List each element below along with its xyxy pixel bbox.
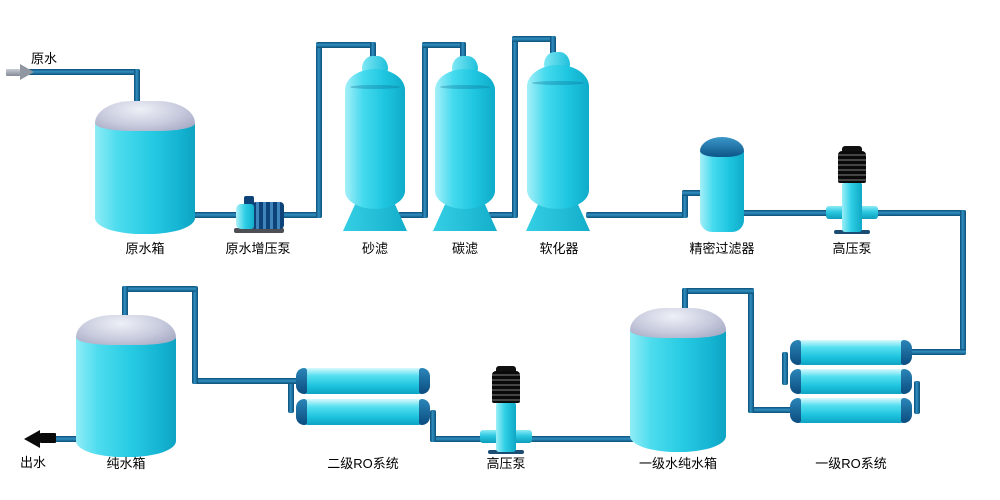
pipe-ro2-connector-left bbox=[288, 379, 294, 413]
hp1-motor bbox=[838, 151, 866, 183]
label-raw-water-tank: 原水箱 bbox=[125, 241, 165, 256]
ro1-tube-3 bbox=[790, 398, 912, 423]
pipe-ro1-to-tank bbox=[682, 288, 754, 294]
ro1-tube2-cap-right bbox=[901, 369, 912, 394]
pipe-softener-out bbox=[586, 212, 686, 218]
ro1-tube1-cap-left bbox=[790, 340, 801, 365]
ro1-tube-2 bbox=[790, 369, 912, 394]
pipe-precisionfilter-out bbox=[740, 210, 842, 216]
pipe-ro1-in bbox=[906, 349, 966, 355]
pipe-ro2-out bbox=[192, 378, 302, 384]
pipe-puretank-in bbox=[122, 286, 128, 332]
stage1-tank-body bbox=[630, 324, 726, 452]
ro1-tube-1 bbox=[790, 340, 912, 365]
sand-filter-body bbox=[345, 69, 405, 209]
label-stage2-ro: 二级RO系统 bbox=[327, 456, 399, 471]
pipe-inlet-down bbox=[134, 69, 140, 115]
pipe-ro1-connector-left bbox=[782, 352, 788, 385]
pipe-riser-softener bbox=[512, 36, 518, 218]
ro2-tube1-cap-right bbox=[419, 368, 430, 394]
stage1-tank-dome bbox=[630, 308, 726, 338]
inlet-arrow-tip-icon bbox=[20, 64, 34, 80]
pipe-riser-sand bbox=[316, 42, 322, 218]
pure-water-tank-dome bbox=[76, 315, 176, 345]
pipe-right-riser bbox=[960, 210, 966, 355]
raw-water-tank-dome bbox=[95, 101, 195, 131]
pipe-rawtank-to-pump bbox=[188, 212, 240, 218]
pipe-ro1-connector-right bbox=[914, 381, 920, 414]
label-water-outlet: 出水 bbox=[19, 455, 47, 470]
hp1-base bbox=[834, 230, 870, 234]
pipe-ro2-to-tank bbox=[122, 286, 196, 292]
pipe-outlet bbox=[40, 436, 84, 442]
ro2-tube1-cap-left bbox=[296, 368, 307, 394]
ro2-tube-2 bbox=[296, 399, 430, 425]
pipe-hp1-out bbox=[862, 210, 966, 216]
hp2-base bbox=[488, 450, 524, 454]
pipe-precisionfilter-in-h bbox=[682, 190, 710, 196]
precision-filter-top bbox=[700, 137, 744, 157]
ro2-tube2-cap-right bbox=[419, 399, 430, 425]
ro2-tube-1 bbox=[296, 368, 430, 394]
booster-pump-base bbox=[234, 228, 284, 233]
hp2-motor-cap bbox=[496, 366, 516, 372]
ro1-tube1-cap-right bbox=[901, 340, 912, 365]
pipe-hp2-out bbox=[430, 436, 488, 442]
pipe-riser-carbon bbox=[422, 42, 428, 218]
pipe-top-softener bbox=[512, 36, 556, 42]
pipe-precisionfilter-in-v bbox=[682, 190, 688, 218]
hp2-body bbox=[496, 402, 516, 452]
label-softener: 软化器 bbox=[539, 241, 579, 256]
ro1-tube3-cap-left bbox=[790, 398, 801, 423]
pipe-stage1tank-out bbox=[528, 436, 634, 442]
label-hp-pump-top: 高压泵 bbox=[832, 241, 872, 256]
inlet-arrow-icon bbox=[6, 69, 20, 76]
precision-filter-body bbox=[700, 147, 744, 232]
pipe-ro1-out-riser bbox=[748, 288, 754, 413]
pure-water-tank-body bbox=[76, 331, 176, 457]
ro1-tube3-cap-right bbox=[901, 398, 912, 423]
softener-seam bbox=[532, 81, 584, 85]
pipe-ro2-in-riser bbox=[430, 410, 436, 442]
pipe-inlet-h bbox=[28, 69, 140, 75]
label-pure-water-tank: 纯水箱 bbox=[106, 456, 146, 471]
pipe-top-carbon bbox=[422, 42, 466, 48]
softener-body bbox=[527, 65, 589, 209]
pipe-top-sand bbox=[316, 42, 376, 48]
pipe-carbon-out bbox=[488, 212, 518, 218]
pipe-sand-out bbox=[398, 212, 428, 218]
outlet-arrow-tip-icon bbox=[24, 430, 40, 448]
pipe-ro2-out-riser bbox=[192, 286, 198, 384]
sand-filter-seam bbox=[350, 85, 400, 89]
booster-pump-head bbox=[236, 204, 254, 229]
label-raw-water: 原水 bbox=[30, 51, 58, 66]
pipe-pump-out bbox=[282, 212, 322, 218]
ro1-tube2-cap-left bbox=[790, 369, 801, 394]
label-stage1-tank: 一级水纯水箱 bbox=[638, 456, 718, 471]
carbon-filter-body bbox=[435, 69, 495, 209]
label-hp-pump-bottom: 高压泵 bbox=[486, 456, 526, 471]
ro2-tube2-cap-left bbox=[296, 399, 307, 425]
label-booster-pump: 原水增压泵 bbox=[225, 241, 291, 256]
carbon-filter-seam bbox=[440, 85, 490, 89]
label-stage1-ro: 一级RO系统 bbox=[815, 456, 887, 471]
hp1-body bbox=[842, 182, 862, 232]
hp2-motor bbox=[492, 371, 520, 403]
label-sand-filter: 砂滤 bbox=[361, 241, 389, 256]
label-carbon-filter: 碳滤 bbox=[451, 241, 479, 256]
hp1-motor-cap bbox=[842, 146, 862, 152]
outlet-arrow-icon bbox=[40, 433, 56, 443]
booster-pump-motor bbox=[252, 202, 284, 229]
pipe-ro1-out bbox=[748, 407, 796, 413]
label-precision-filter: 精密过滤器 bbox=[689, 241, 755, 256]
raw-water-tank-body bbox=[95, 117, 195, 234]
booster-pump-fitting bbox=[244, 196, 254, 205]
